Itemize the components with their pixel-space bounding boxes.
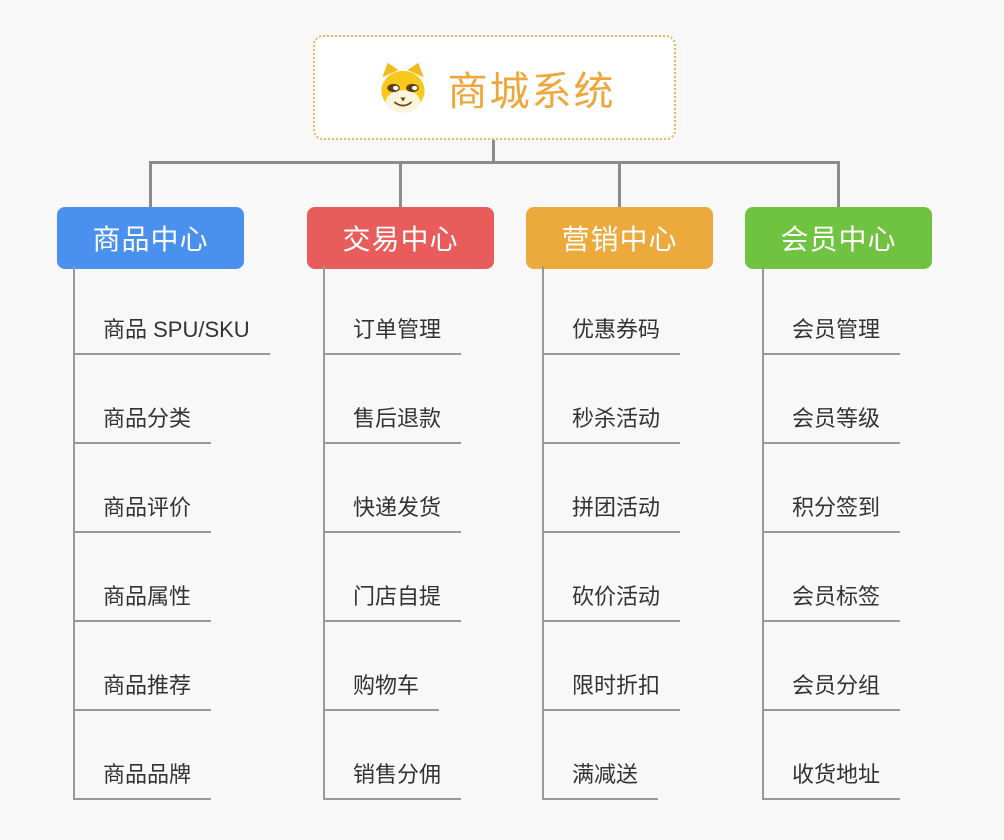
leaf-node[interactable]: 积分签到 bbox=[764, 444, 901, 533]
leaf-node[interactable]: 会员分组 bbox=[764, 622, 901, 711]
leaf-label: 秒杀活动 bbox=[544, 401, 681, 444]
leaf-label: 商品推荐 bbox=[75, 668, 212, 711]
branch-node-trade-center[interactable]: 交易中心 bbox=[307, 207, 494, 269]
leaf-label: 商品 SPU/SKU bbox=[75, 312, 270, 355]
leaf-label: 购物车 bbox=[325, 668, 440, 711]
leaf-node[interactable]: 拼团活动 bbox=[544, 444, 681, 533]
leaf-node[interactable]: 门店自提 bbox=[325, 533, 462, 622]
branch-node-marketing-center[interactable]: 营销中心 bbox=[526, 207, 713, 269]
leaf-label: 收货地址 bbox=[764, 757, 901, 800]
leaf-node[interactable]: 购物车 bbox=[325, 622, 461, 711]
leaf-label: 限时折扣 bbox=[544, 668, 681, 711]
leaf-node[interactable]: 秒杀活动 bbox=[544, 355, 681, 444]
leaf-node[interactable]: 商品 SPU/SKU bbox=[75, 266, 270, 355]
branch-children-trade-center: 订单管理 售后退款 快递发货 门店自提 购物车 销售分佣 bbox=[323, 266, 462, 800]
leaf-label: 商品品牌 bbox=[75, 757, 212, 800]
leaf-node[interactable]: 售后退款 bbox=[325, 355, 462, 444]
branch-label: 会员中心 bbox=[780, 224, 897, 255]
leaf-label: 会员等级 bbox=[764, 401, 901, 444]
branch-label: 商品中心 bbox=[92, 224, 209, 255]
root-title: 商城系统 bbox=[447, 69, 616, 114]
leaf-label: 会员标签 bbox=[764, 579, 901, 622]
branch-children-member-center: 会员管理 会员等级 积分签到 会员标签 会员分组 收货地址 bbox=[762, 266, 901, 800]
leaf-node[interactable]: 限时折扣 bbox=[544, 622, 681, 711]
leaf-node[interactable]: 商品品牌 bbox=[75, 711, 270, 800]
leaf-node[interactable]: 满减送 bbox=[544, 711, 680, 800]
dog-icon bbox=[380, 62, 425, 113]
branch-bus-connector bbox=[149, 161, 840, 164]
leaf-label: 优惠券码 bbox=[544, 312, 681, 355]
leaf-label: 销售分佣 bbox=[325, 757, 462, 800]
leaf-node[interactable]: 会员等级 bbox=[764, 355, 901, 444]
leaf-node[interactable]: 商品属性 bbox=[75, 533, 270, 622]
leaf-node[interactable]: 会员标签 bbox=[764, 533, 901, 622]
leaf-node[interactable]: 订单管理 bbox=[325, 266, 462, 355]
leaf-label: 门店自提 bbox=[325, 579, 462, 622]
leaf-node[interactable]: 商品推荐 bbox=[75, 622, 270, 711]
leaf-label: 快递发货 bbox=[325, 490, 462, 533]
branch-children-marketing-center: 优惠券码 秒杀活动 拼团活动 砍价活动 限时折扣 满减送 bbox=[542, 266, 681, 800]
leaf-label: 商品评价 bbox=[75, 490, 212, 533]
branch-node-member-center[interactable]: 会员中心 bbox=[745, 207, 932, 269]
branch-node-product-center[interactable]: 商品中心 bbox=[57, 207, 244, 269]
leaf-node[interactable]: 优惠券码 bbox=[544, 266, 681, 355]
leaf-node[interactable]: 快递发货 bbox=[325, 444, 462, 533]
leaf-label: 商品属性 bbox=[75, 579, 212, 622]
leaf-label: 订单管理 bbox=[325, 312, 462, 355]
leaf-label: 商品分类 bbox=[75, 401, 212, 444]
leaf-node[interactable]: 会员管理 bbox=[764, 266, 901, 355]
branch-drop-connector bbox=[618, 161, 621, 208]
leaf-label: 积分签到 bbox=[764, 490, 901, 533]
leaf-label: 满减送 bbox=[544, 757, 659, 800]
branch-label: 交易中心 bbox=[342, 224, 459, 255]
leaf-node[interactable]: 砍价活动 bbox=[544, 533, 681, 622]
leaf-node[interactable]: 收货地址 bbox=[764, 711, 901, 800]
root-stem-connector bbox=[492, 140, 495, 163]
branch-drop-connector bbox=[399, 161, 402, 208]
leaf-node[interactable]: 商品评价 bbox=[75, 444, 270, 533]
branch-drop-connector bbox=[837, 161, 840, 208]
leaf-label: 拼团活动 bbox=[544, 490, 681, 533]
branch-drop-connector bbox=[149, 161, 152, 208]
root-node[interactable]: 商城系统 bbox=[313, 35, 676, 140]
leaf-label: 售后退款 bbox=[325, 401, 462, 444]
leaf-label: 砍价活动 bbox=[544, 579, 681, 622]
leaf-node[interactable]: 商品分类 bbox=[75, 355, 270, 444]
leaf-label: 会员管理 bbox=[764, 312, 901, 355]
leaf-node[interactable]: 销售分佣 bbox=[325, 711, 462, 800]
branch-children-product-center: 商品 SPU/SKU 商品分类 商品评价 商品属性 商品推荐 商品品牌 bbox=[73, 266, 270, 800]
branch-label: 营销中心 bbox=[561, 224, 678, 255]
leaf-label: 会员分组 bbox=[764, 668, 901, 711]
